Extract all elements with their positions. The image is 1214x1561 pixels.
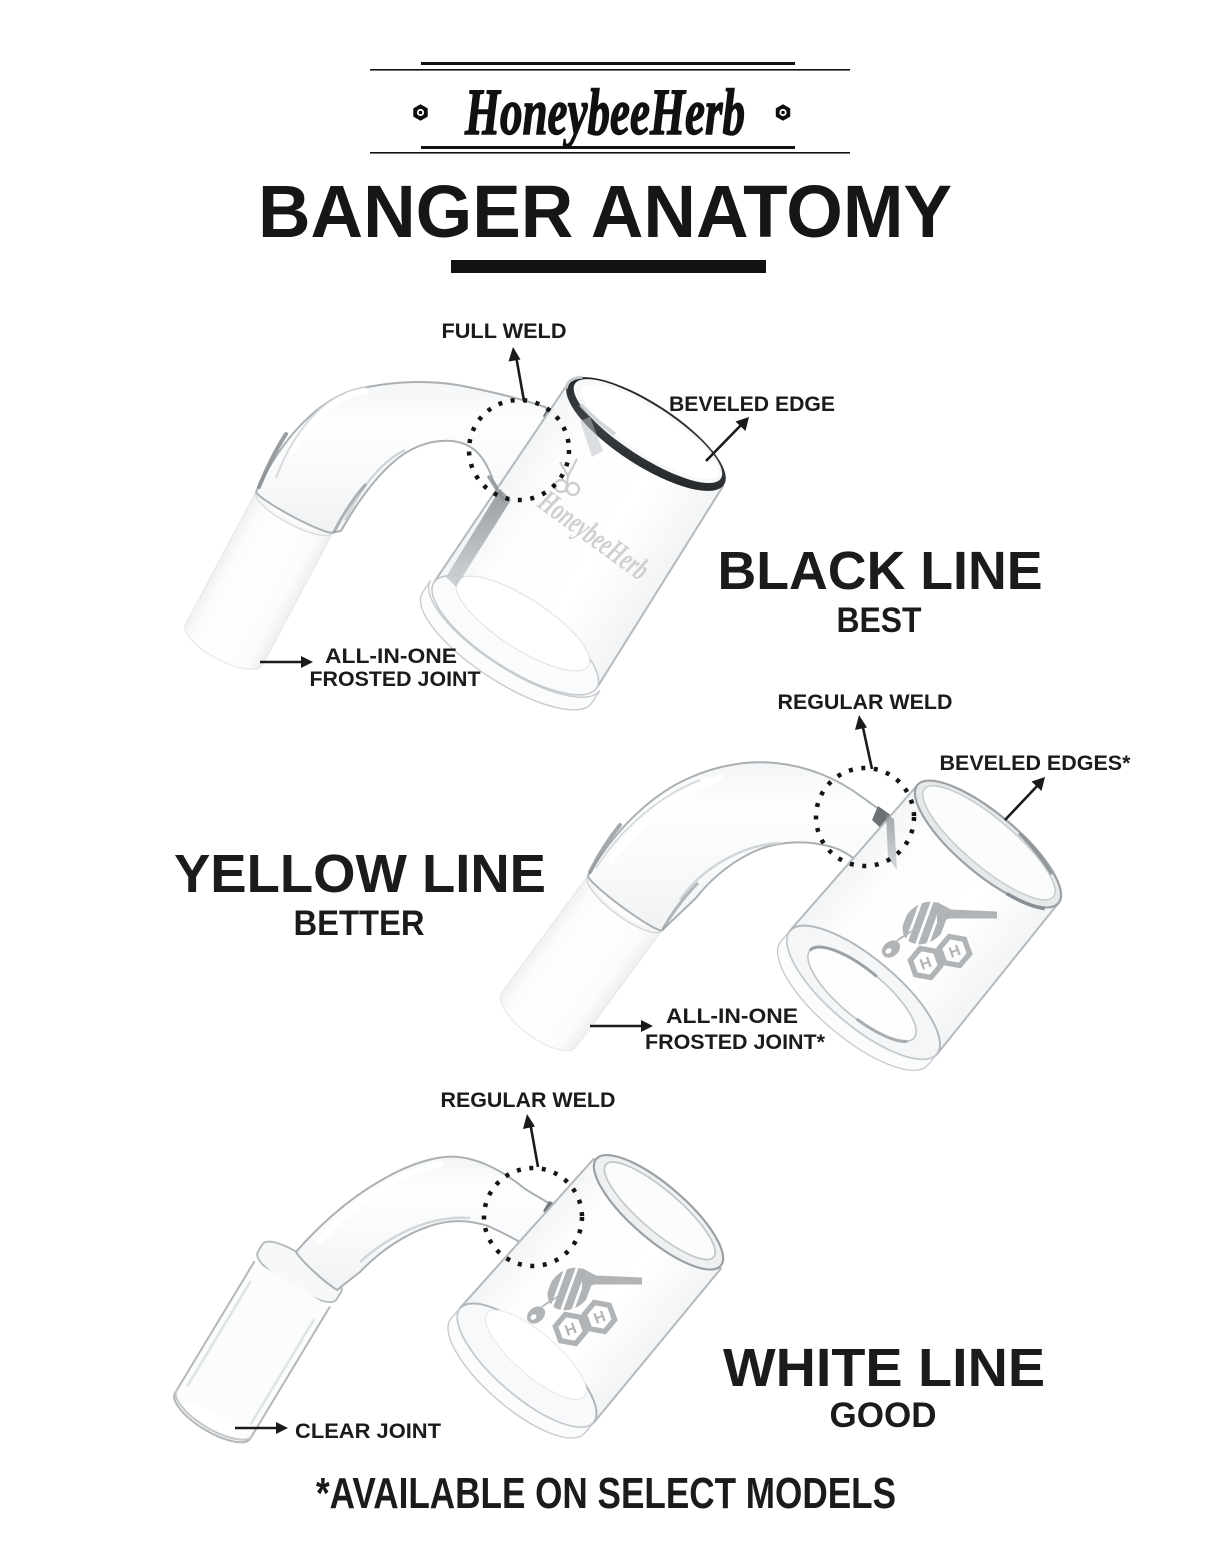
svg-text:YELLOW LINE: YELLOW LINE	[174, 845, 546, 904]
svg-text:WHITE LINE: WHITE LINE	[723, 1339, 1045, 1398]
svg-text:BEST: BEST	[837, 601, 922, 640]
svg-text:ALL-IN-ONE: ALL-IN-ONE	[666, 1004, 798, 1028]
svg-text:BEVELED EDGE: BEVELED EDGE	[669, 392, 835, 416]
svg-text:BETTER: BETTER	[294, 904, 425, 943]
svg-text:FULL WELD: FULL WELD	[442, 319, 567, 343]
svg-text:FROSTED JOINT*: FROSTED JOINT*	[645, 1030, 826, 1054]
svg-text:BANGER ANATOMY: BANGER ANATOMY	[258, 170, 952, 253]
svg-text:FROSTED JOINT: FROSTED JOINT	[310, 667, 481, 691]
svg-text:CLEAR JOINT: CLEAR JOINT	[295, 1419, 441, 1443]
svg-text:REGULAR WELD: REGULAR WELD	[778, 690, 953, 714]
svg-text:REGULAR WELD: REGULAR WELD	[441, 1088, 616, 1112]
svg-text:BLACK LINE: BLACK LINE	[718, 542, 1043, 601]
svg-text:ALL-IN-ONE: ALL-IN-ONE	[325, 644, 457, 668]
svg-text:GOOD: GOOD	[830, 1396, 937, 1435]
svg-text:*AVAILABLE ON SELECT MODELS: *AVAILABLE ON SELECT MODELS	[316, 1470, 896, 1518]
svg-text:HoneybeeHerb: HoneybeeHerb	[464, 76, 745, 149]
svg-text:BEVELED EDGES*: BEVELED EDGES*	[940, 751, 1132, 775]
